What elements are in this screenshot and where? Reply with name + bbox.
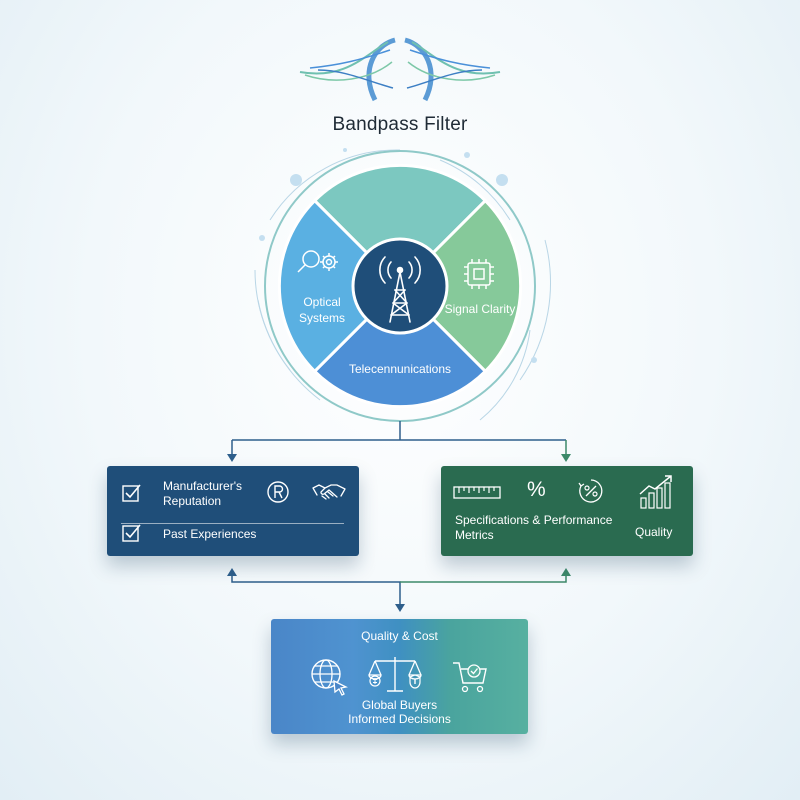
balance-scale-icon bbox=[368, 657, 422, 692]
handshake-icon bbox=[312, 484, 346, 500]
card-divider bbox=[121, 523, 344, 524]
orbit-dot bbox=[464, 152, 470, 158]
specifications-card: % Specifications & Performance Metrics Q… bbox=[441, 466, 693, 556]
connector-lines bbox=[231, 421, 567, 605]
search-gear-icon bbox=[297, 250, 338, 273]
orbit-dot bbox=[496, 174, 508, 186]
chip-icon bbox=[464, 259, 494, 289]
checkbox-checked-icon bbox=[122, 484, 141, 502]
orbit-dot bbox=[343, 148, 347, 152]
reputation-card: Manufacturer's Reputation Past Experienc… bbox=[107, 466, 359, 556]
segment-telecommunications bbox=[312, 283, 488, 409]
ruler-icon bbox=[453, 486, 501, 499]
quality-label: Quality bbox=[635, 525, 673, 539]
segment-label-telecommunications: Telecennunications bbox=[348, 362, 452, 376]
quality-cost-label: Quality & Cost bbox=[361, 629, 438, 643]
orbit-dot bbox=[290, 174, 302, 186]
arrow-down-left bbox=[227, 454, 237, 462]
growth-chart-icon bbox=[639, 475, 672, 509]
segment-label-signal-clarity: Signal Clarity bbox=[444, 302, 516, 316]
segment-optical-systems bbox=[277, 198, 403, 374]
arrow-down-bottom bbox=[395, 604, 405, 612]
logo-icon bbox=[299, 37, 501, 102]
segment-top bbox=[312, 163, 488, 289]
orbit-dot bbox=[531, 357, 537, 363]
orbit-decoration bbox=[254, 149, 551, 421]
reputation-label: Manufacturer's Reputation bbox=[163, 479, 242, 508]
wheel-center bbox=[351, 237, 449, 335]
percent-icon: % bbox=[527, 478, 546, 501]
past-experiences-label: Past Experiences bbox=[163, 527, 257, 541]
shopping-cart-check-icon bbox=[453, 662, 487, 693]
segment-label-optical-systems: Optical Systems bbox=[298, 295, 345, 325]
informed-decisions-label: Informed Decisions bbox=[348, 712, 451, 726]
arrow-up-left bbox=[227, 568, 237, 576]
global-buyers-label: Global Buyers bbox=[361, 698, 438, 712]
segment-signal-clarity bbox=[397, 198, 523, 374]
arrow-down-right bbox=[561, 454, 571, 462]
decision-card: Quality & Cost Global Buyers Informed De… bbox=[271, 619, 528, 734]
antenna-tower-icon bbox=[379, 256, 421, 323]
page-title: Bandpass Filter bbox=[332, 114, 468, 135]
globe-cursor-icon bbox=[311, 659, 348, 696]
checkbox-checked-icon bbox=[122, 524, 141, 542]
specifications-label: Specifications & Performance Metrics bbox=[455, 513, 613, 542]
orbit-dot bbox=[259, 235, 265, 241]
arrow-up-right bbox=[561, 568, 571, 576]
registered-trademark-icon bbox=[267, 481, 289, 503]
percent-dial-icon bbox=[578, 479, 603, 503]
